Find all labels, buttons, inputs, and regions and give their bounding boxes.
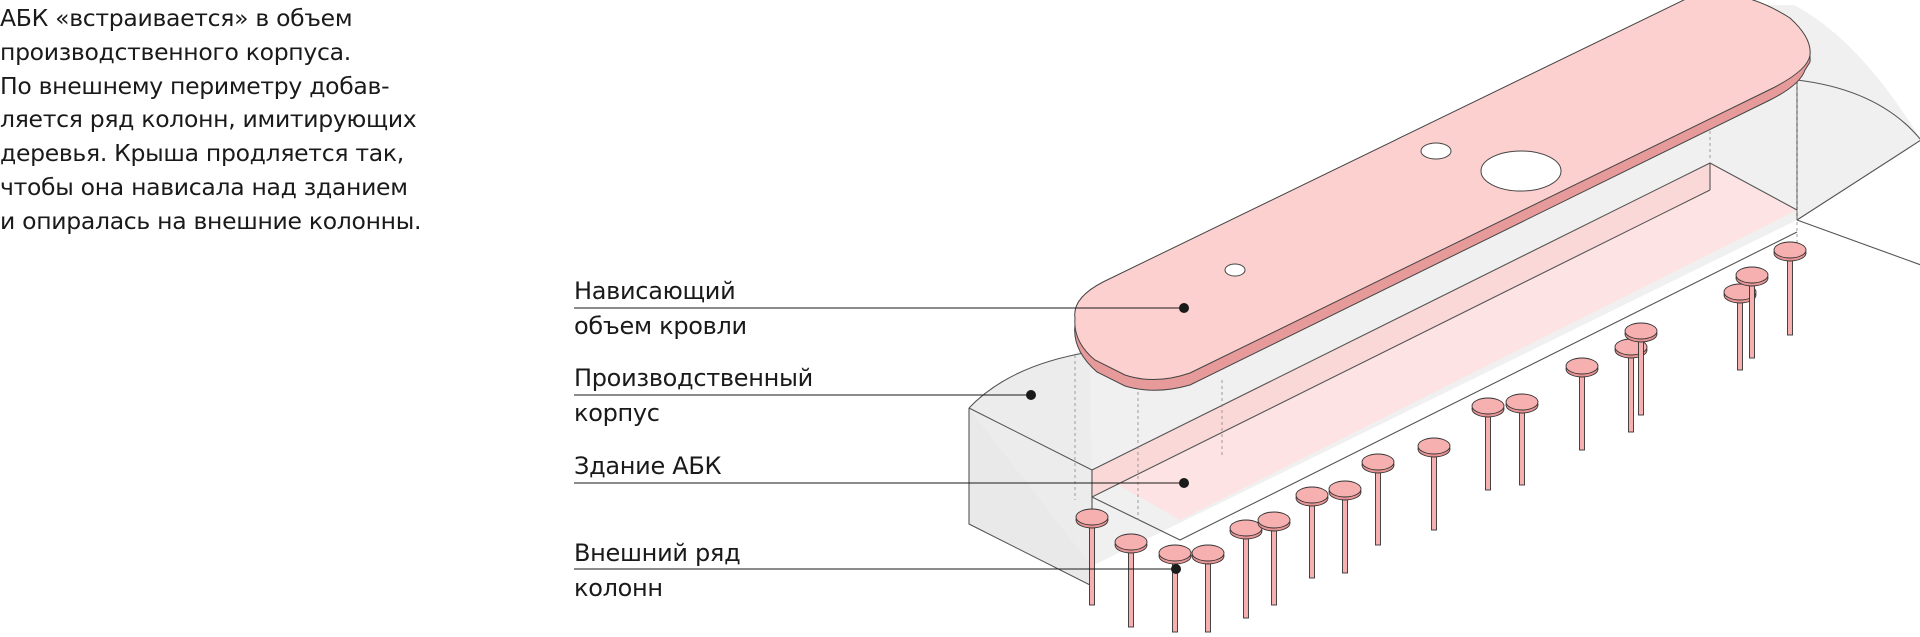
roof-slab	[1074, 0, 1811, 391]
column	[1361, 453, 1395, 546]
projection-lines	[1074, 60, 1798, 520]
column-cap	[1773, 241, 1807, 259]
column-shaft	[1205, 552, 1211, 633]
column	[1723, 283, 1757, 371]
callout-abk-dot	[1179, 478, 1189, 488]
column	[1075, 508, 1109, 606]
callout-columns-dot	[1171, 564, 1181, 574]
column-shaft	[1737, 291, 1743, 371]
abk-back-wall	[1092, 163, 1710, 497]
description-line: и опиралась на внешние колонны.	[0, 206, 422, 235]
column	[1735, 266, 1769, 359]
skylight-small	[1420, 142, 1452, 160]
description-line: По внешнему периметру добав-	[0, 71, 390, 100]
column-cap	[1295, 486, 1329, 504]
column	[1773, 241, 1807, 336]
column-cap	[1361, 453, 1395, 471]
skylight-large	[1480, 150, 1562, 192]
column	[1417, 437, 1451, 531]
callout-hall-line2: корпус	[574, 399, 660, 427]
column-cap	[1257, 511, 1291, 529]
column-shaft	[1342, 488, 1348, 574]
column-cap	[1328, 480, 1362, 498]
column-cap	[1417, 437, 1451, 455]
column-cap	[1075, 508, 1109, 526]
column	[1191, 544, 1225, 633]
column-cap	[1723, 283, 1757, 301]
column-shaft	[1579, 365, 1585, 451]
column	[1229, 519, 1263, 619]
column-shaft	[1128, 541, 1134, 628]
description-line: АБК «встраивается» в объем	[0, 4, 353, 32]
column-shaft	[1271, 519, 1277, 606]
callout-roof-line1: Нависающий	[574, 277, 735, 305]
outer-columns	[1075, 241, 1807, 633]
column-cap	[1191, 544, 1225, 562]
hall-left-face	[969, 352, 1092, 566]
column-shaft	[1243, 527, 1249, 619]
column-shaft	[1787, 249, 1793, 336]
callout-hall-line1: Производственный	[574, 364, 813, 392]
column-cap	[1505, 393, 1539, 411]
description-line: производственного корпуса.	[0, 37, 351, 66]
description-line: деревья. Крыша продляется так,	[0, 139, 404, 168]
hall-end-face	[969, 408, 1092, 586]
callout-labels: Нависающий объем кровли Производственный…	[574, 277, 813, 602]
column	[1158, 544, 1192, 633]
column-shaft	[1749, 274, 1755, 359]
column-cap	[1158, 544, 1192, 562]
column-cap	[1565, 357, 1599, 375]
column-cap	[1229, 519, 1263, 537]
abk-top-face	[1092, 163, 1797, 520]
column-cap	[1114, 533, 1148, 551]
column-shaft	[1628, 346, 1634, 433]
callout-roof-dot	[1179, 303, 1189, 313]
column	[1257, 511, 1291, 606]
column	[1565, 357, 1599, 451]
column	[1471, 397, 1505, 491]
column-shaft	[1431, 445, 1437, 531]
column-shaft	[1375, 461, 1381, 546]
column-shaft	[1638, 330, 1644, 416]
callout-abk-line1: Здание АБК	[574, 452, 722, 480]
column	[1295, 486, 1329, 579]
callout-columns-line2: колонн	[574, 574, 663, 602]
column	[1114, 533, 1148, 628]
column-cap	[1471, 397, 1505, 415]
column	[1505, 393, 1539, 486]
column-shaft	[1089, 516, 1095, 606]
callout-roof-line2: объем кровли	[574, 312, 747, 340]
column	[1624, 322, 1658, 416]
column-shaft	[1309, 494, 1315, 579]
column-cap	[1624, 322, 1658, 340]
description-line: ляется ряд колонн, имитирующих	[0, 105, 417, 134]
skylight-tiny	[1224, 263, 1246, 277]
callout-hall-dot	[1026, 390, 1036, 400]
column-shaft	[1519, 401, 1525, 486]
column-cap	[1735, 266, 1769, 284]
description-text: АБК «встраивается» в объем производствен…	[0, 2, 422, 239]
description-line: чтобы она нависала над зданием	[0, 172, 408, 201]
roof-top-face	[1074, 0, 1811, 381]
callout-columns-line1: Внешний ряд	[574, 539, 740, 567]
column	[1328, 480, 1362, 574]
callouts	[574, 303, 1189, 574]
column-shaft	[1485, 405, 1491, 491]
